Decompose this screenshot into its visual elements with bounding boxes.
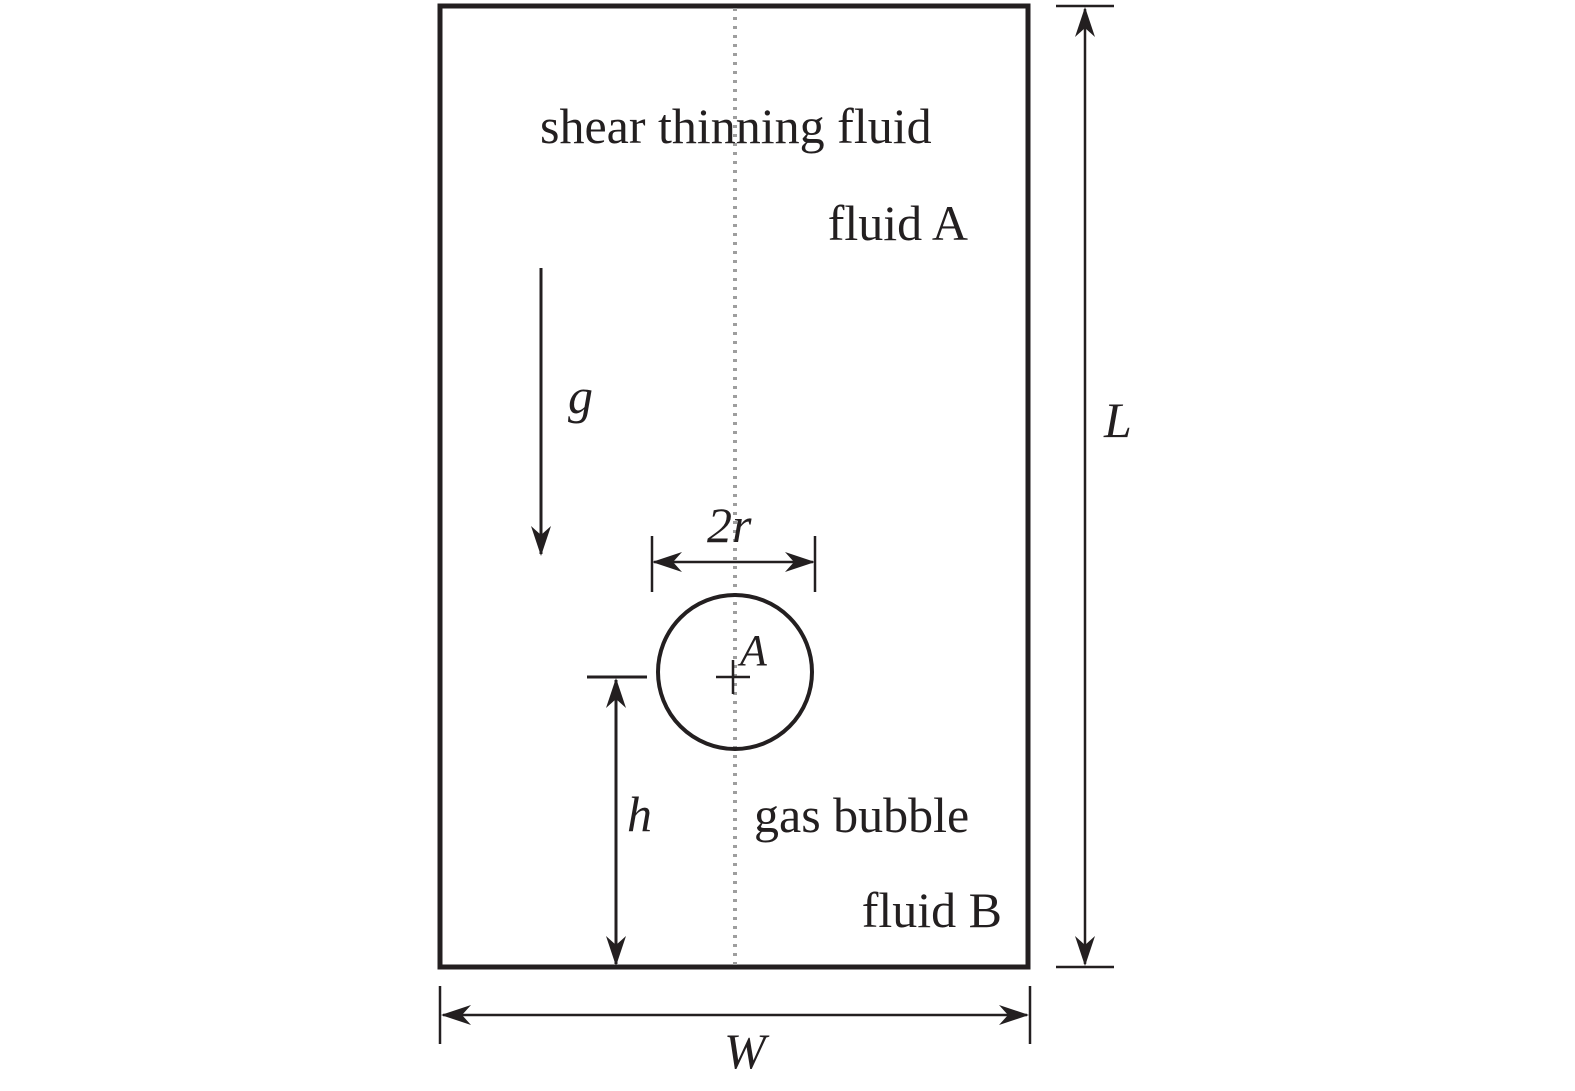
length-dimension <box>1056 4 1114 969</box>
bubble-center-cross <box>716 660 750 694</box>
label-length: L <box>1103 392 1132 448</box>
label-height: h <box>627 786 652 842</box>
label-gas-bubble: gas bubble <box>754 787 969 843</box>
label-gravity: g <box>568 368 593 424</box>
label-fluid-a: fluid A <box>828 195 968 251</box>
width-dimension <box>438 986 1032 1044</box>
height-dimension <box>587 675 647 966</box>
label-bubble-center: A <box>737 626 768 675</box>
gas-bubble-circle <box>656 593 814 751</box>
label-shear-thinning-fluid: shear thinning fluid <box>540 98 932 154</box>
label-width: W <box>724 1023 770 1079</box>
label-fluid-b: fluid B <box>862 882 1002 938</box>
label-diameter: 2r <box>707 497 752 553</box>
diameter-dimension <box>650 536 817 592</box>
domain-boundary <box>437 3 1031 970</box>
